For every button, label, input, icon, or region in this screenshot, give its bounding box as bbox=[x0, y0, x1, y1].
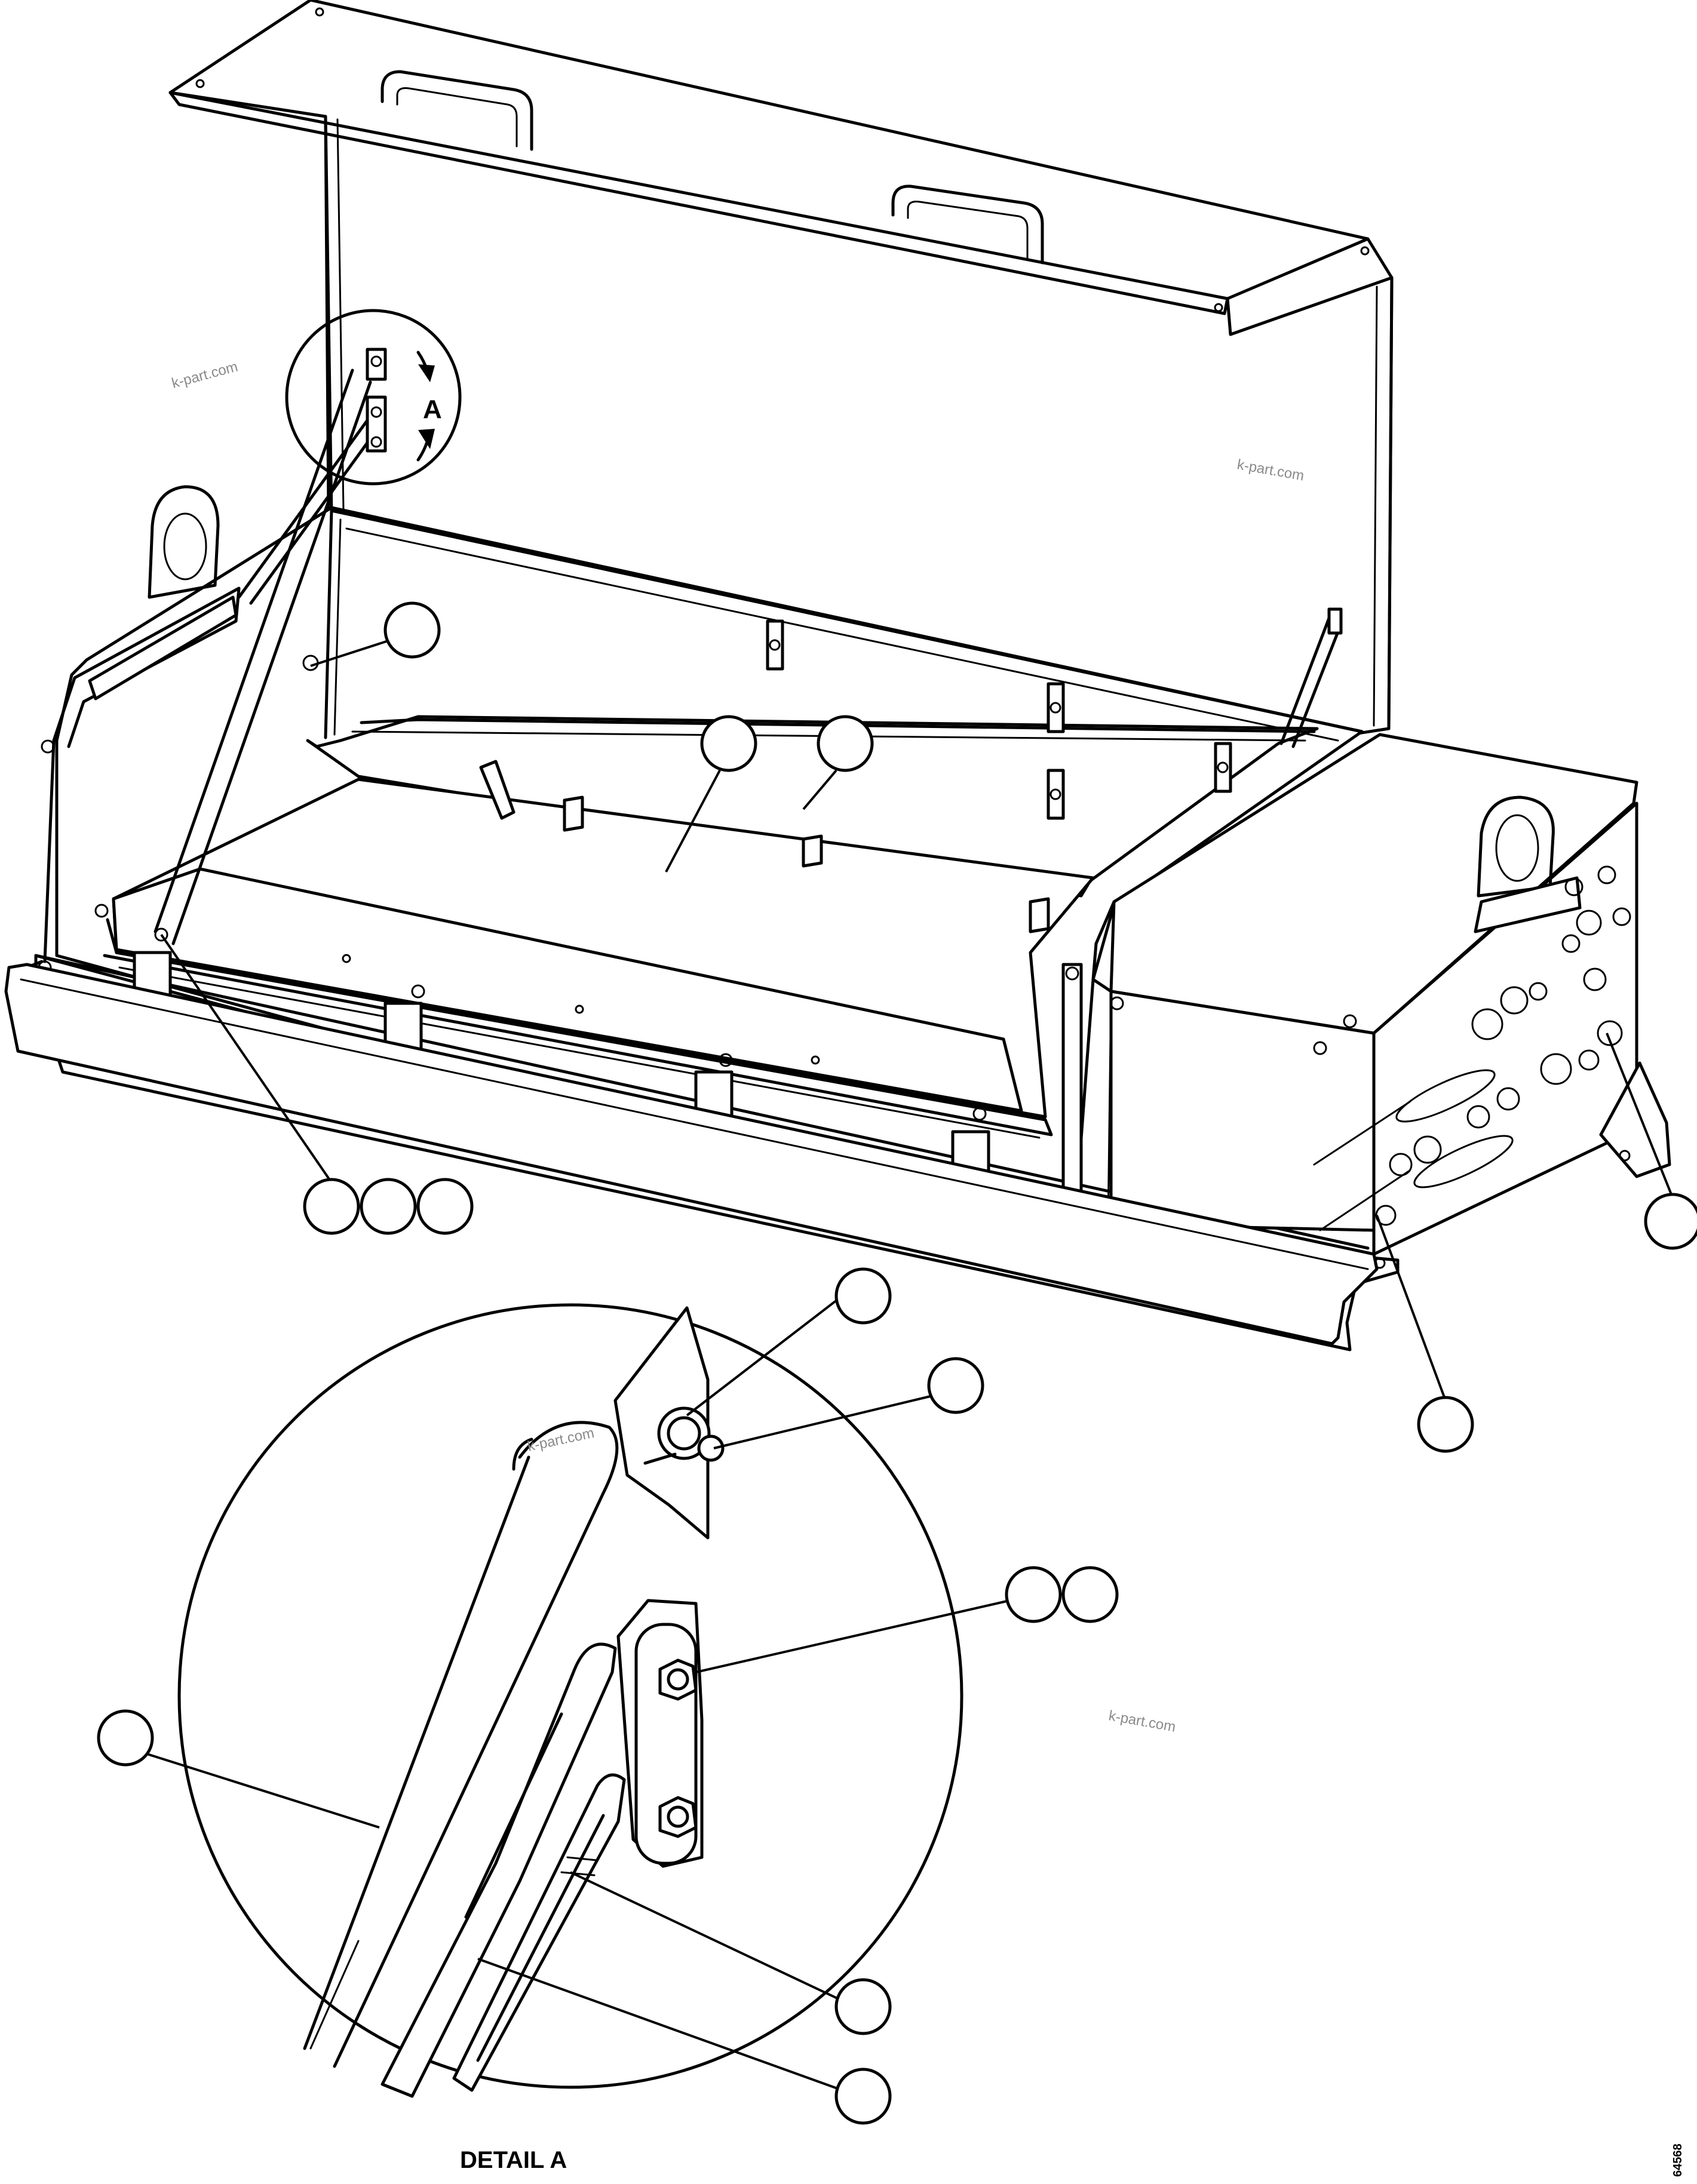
wall-clips bbox=[479, 619, 1232, 933]
detail-a-marker: A bbox=[285, 309, 462, 486]
side-panel-holes bbox=[1313, 865, 1631, 1231]
tray-fasteners bbox=[94, 655, 987, 1121]
lid-handle-right bbox=[891, 185, 1044, 265]
drawing-number: 64568 bbox=[1671, 2143, 1684, 2177]
callout-bubble bbox=[1644, 1193, 1697, 1250]
watermark: k-part.com bbox=[1107, 1707, 1177, 1735]
toolbox-lid bbox=[168, 0, 1394, 736]
left-end-post bbox=[25, 586, 241, 975]
callout-bubble bbox=[1061, 1566, 1119, 1623]
callouts bbox=[97, 601, 1697, 2125]
lifting-eye-left bbox=[148, 485, 220, 599]
detail-caption: DETAIL A bbox=[460, 2147, 567, 2173]
callout-bubble bbox=[97, 1709, 154, 1767]
callout-bubble bbox=[303, 1178, 360, 1235]
lid-handle-left bbox=[380, 70, 533, 151]
detail-a-view bbox=[177, 1303, 963, 2098]
callout-bubble bbox=[700, 715, 757, 772]
lifting-eye-right bbox=[1474, 795, 1582, 933]
inner-tray bbox=[103, 778, 1095, 1139]
callout-bubble bbox=[834, 2068, 892, 2125]
callout-bubble bbox=[834, 1267, 892, 1325]
detail-a-label: A bbox=[423, 395, 442, 424]
right-divider-post bbox=[1061, 963, 1083, 1208]
gas-strut-right bbox=[1279, 607, 1343, 748]
watermark: k-part.com bbox=[526, 1425, 596, 1455]
callout-bubble bbox=[927, 1357, 984, 1414]
callout-bubble bbox=[416, 1178, 474, 1235]
callout-bubble bbox=[817, 715, 874, 772]
callout-bubble bbox=[383, 601, 441, 659]
callout-bubble bbox=[1417, 1396, 1474, 1453]
callout-bubble bbox=[1005, 1566, 1062, 1623]
watermark: k-part.com bbox=[170, 358, 240, 391]
base-rail bbox=[4, 963, 1386, 1346]
callout-bubble bbox=[834, 1978, 892, 2035]
callout-bubble bbox=[360, 1178, 417, 1235]
